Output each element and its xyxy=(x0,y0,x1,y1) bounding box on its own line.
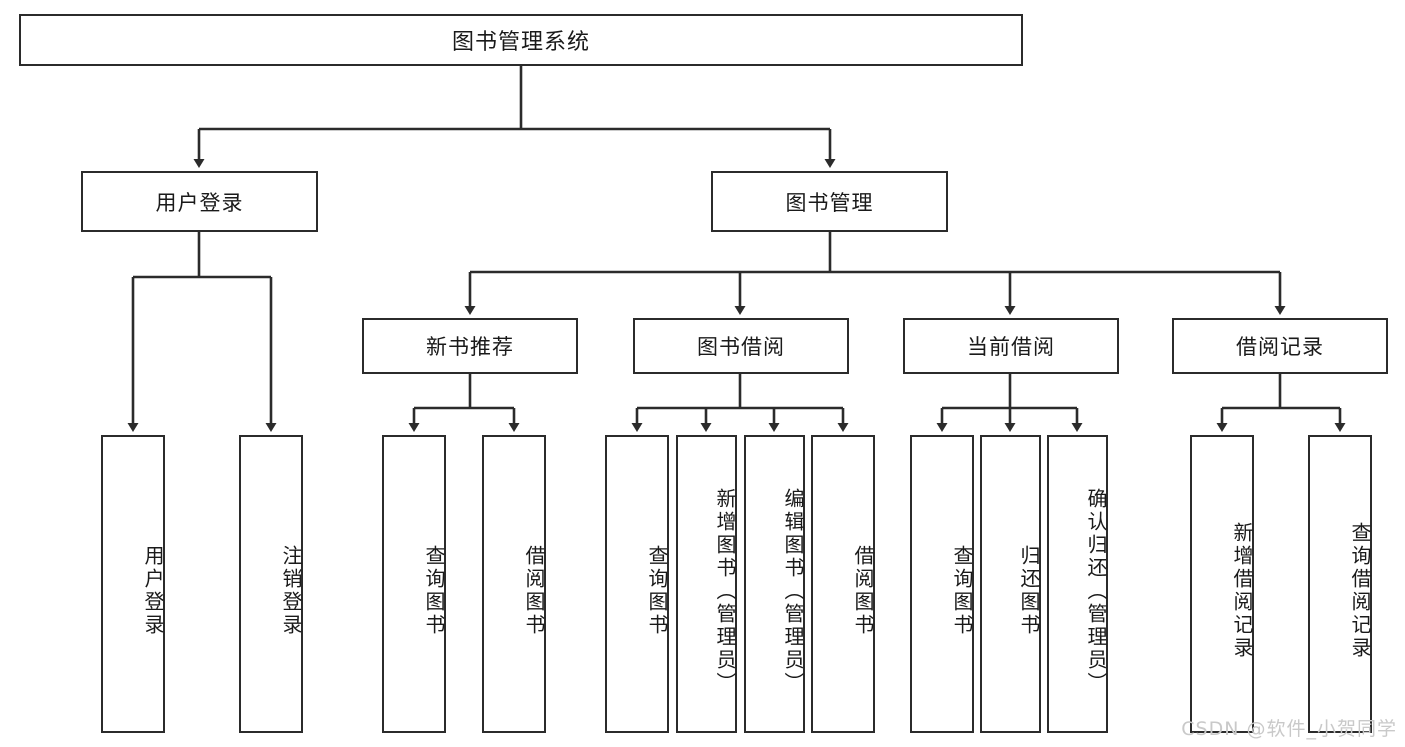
leaf-add-book-admin[interactable]: 新增图书（管理员） xyxy=(676,435,737,733)
node-label: 图书管理 xyxy=(785,190,874,215)
node-label: 归还图书 xyxy=(1017,545,1041,637)
leaf-query-books-current[interactable]: 查询图书 xyxy=(910,435,974,733)
leaf-add-borrow-record[interactable]: 新增借阅记录 xyxy=(1190,435,1254,733)
node-label: 查询图书 xyxy=(645,545,669,637)
node-label: 当前借阅 xyxy=(967,335,1055,359)
node-root-book-management-system[interactable]: 图书管理系统 xyxy=(19,14,1023,66)
node-label: 注销登录 xyxy=(279,545,303,637)
node-label: 查询图书 xyxy=(950,545,974,637)
node-label: 借阅图书 xyxy=(522,545,546,637)
node-label: 借阅图书 xyxy=(851,545,875,637)
leaf-borrow-books-new[interactable]: 借阅图书 xyxy=(482,435,546,733)
node-label: 编辑图书（管理员） xyxy=(781,487,805,695)
leaf-query-borrow-record[interactable]: 查询借阅记录 xyxy=(1308,435,1372,733)
leaf-return-books[interactable]: 归还图书 xyxy=(980,435,1041,733)
node-label: 借阅记录 xyxy=(1236,335,1324,359)
leaf-user-login[interactable]: 用户登录 xyxy=(101,435,165,733)
node-label: 用户登录 xyxy=(141,545,165,637)
node-label: 新书推荐 xyxy=(426,335,514,359)
node-user-login[interactable]: 用户登录 xyxy=(81,171,318,232)
leaf-edit-book-admin[interactable]: 编辑图书（管理员） xyxy=(744,435,805,733)
node-borrowing-records[interactable]: 借阅记录 xyxy=(1172,318,1388,374)
leaf-query-books-borrow[interactable]: 查询图书 xyxy=(605,435,669,733)
node-book-borrowing[interactable]: 图书借阅 xyxy=(633,318,849,374)
node-label: 图书借阅 xyxy=(697,335,785,359)
node-new-book-recommendation[interactable]: 新书推荐 xyxy=(362,318,578,374)
node-label: 查询图书 xyxy=(422,545,446,637)
node-label: 图书管理系统 xyxy=(451,30,590,55)
node-book-management[interactable]: 图书管理 xyxy=(711,171,948,232)
node-label: 新增借阅记录 xyxy=(1230,522,1254,660)
leaf-logout[interactable]: 注销登录 xyxy=(239,435,303,733)
leaf-confirm-return-admin[interactable]: 确认归还（管理员） xyxy=(1047,435,1108,733)
leaf-borrow-books[interactable]: 借阅图书 xyxy=(811,435,875,733)
node-current-borrowing[interactable]: 当前借阅 xyxy=(903,318,1119,374)
node-label: 查询借阅记录 xyxy=(1348,522,1372,660)
node-label: 用户登录 xyxy=(155,190,244,215)
node-label: 新增图书（管理员） xyxy=(713,487,737,695)
leaf-query-books-new[interactable]: 查询图书 xyxy=(382,435,446,733)
node-label: 确认归还（管理员） xyxy=(1084,487,1108,695)
